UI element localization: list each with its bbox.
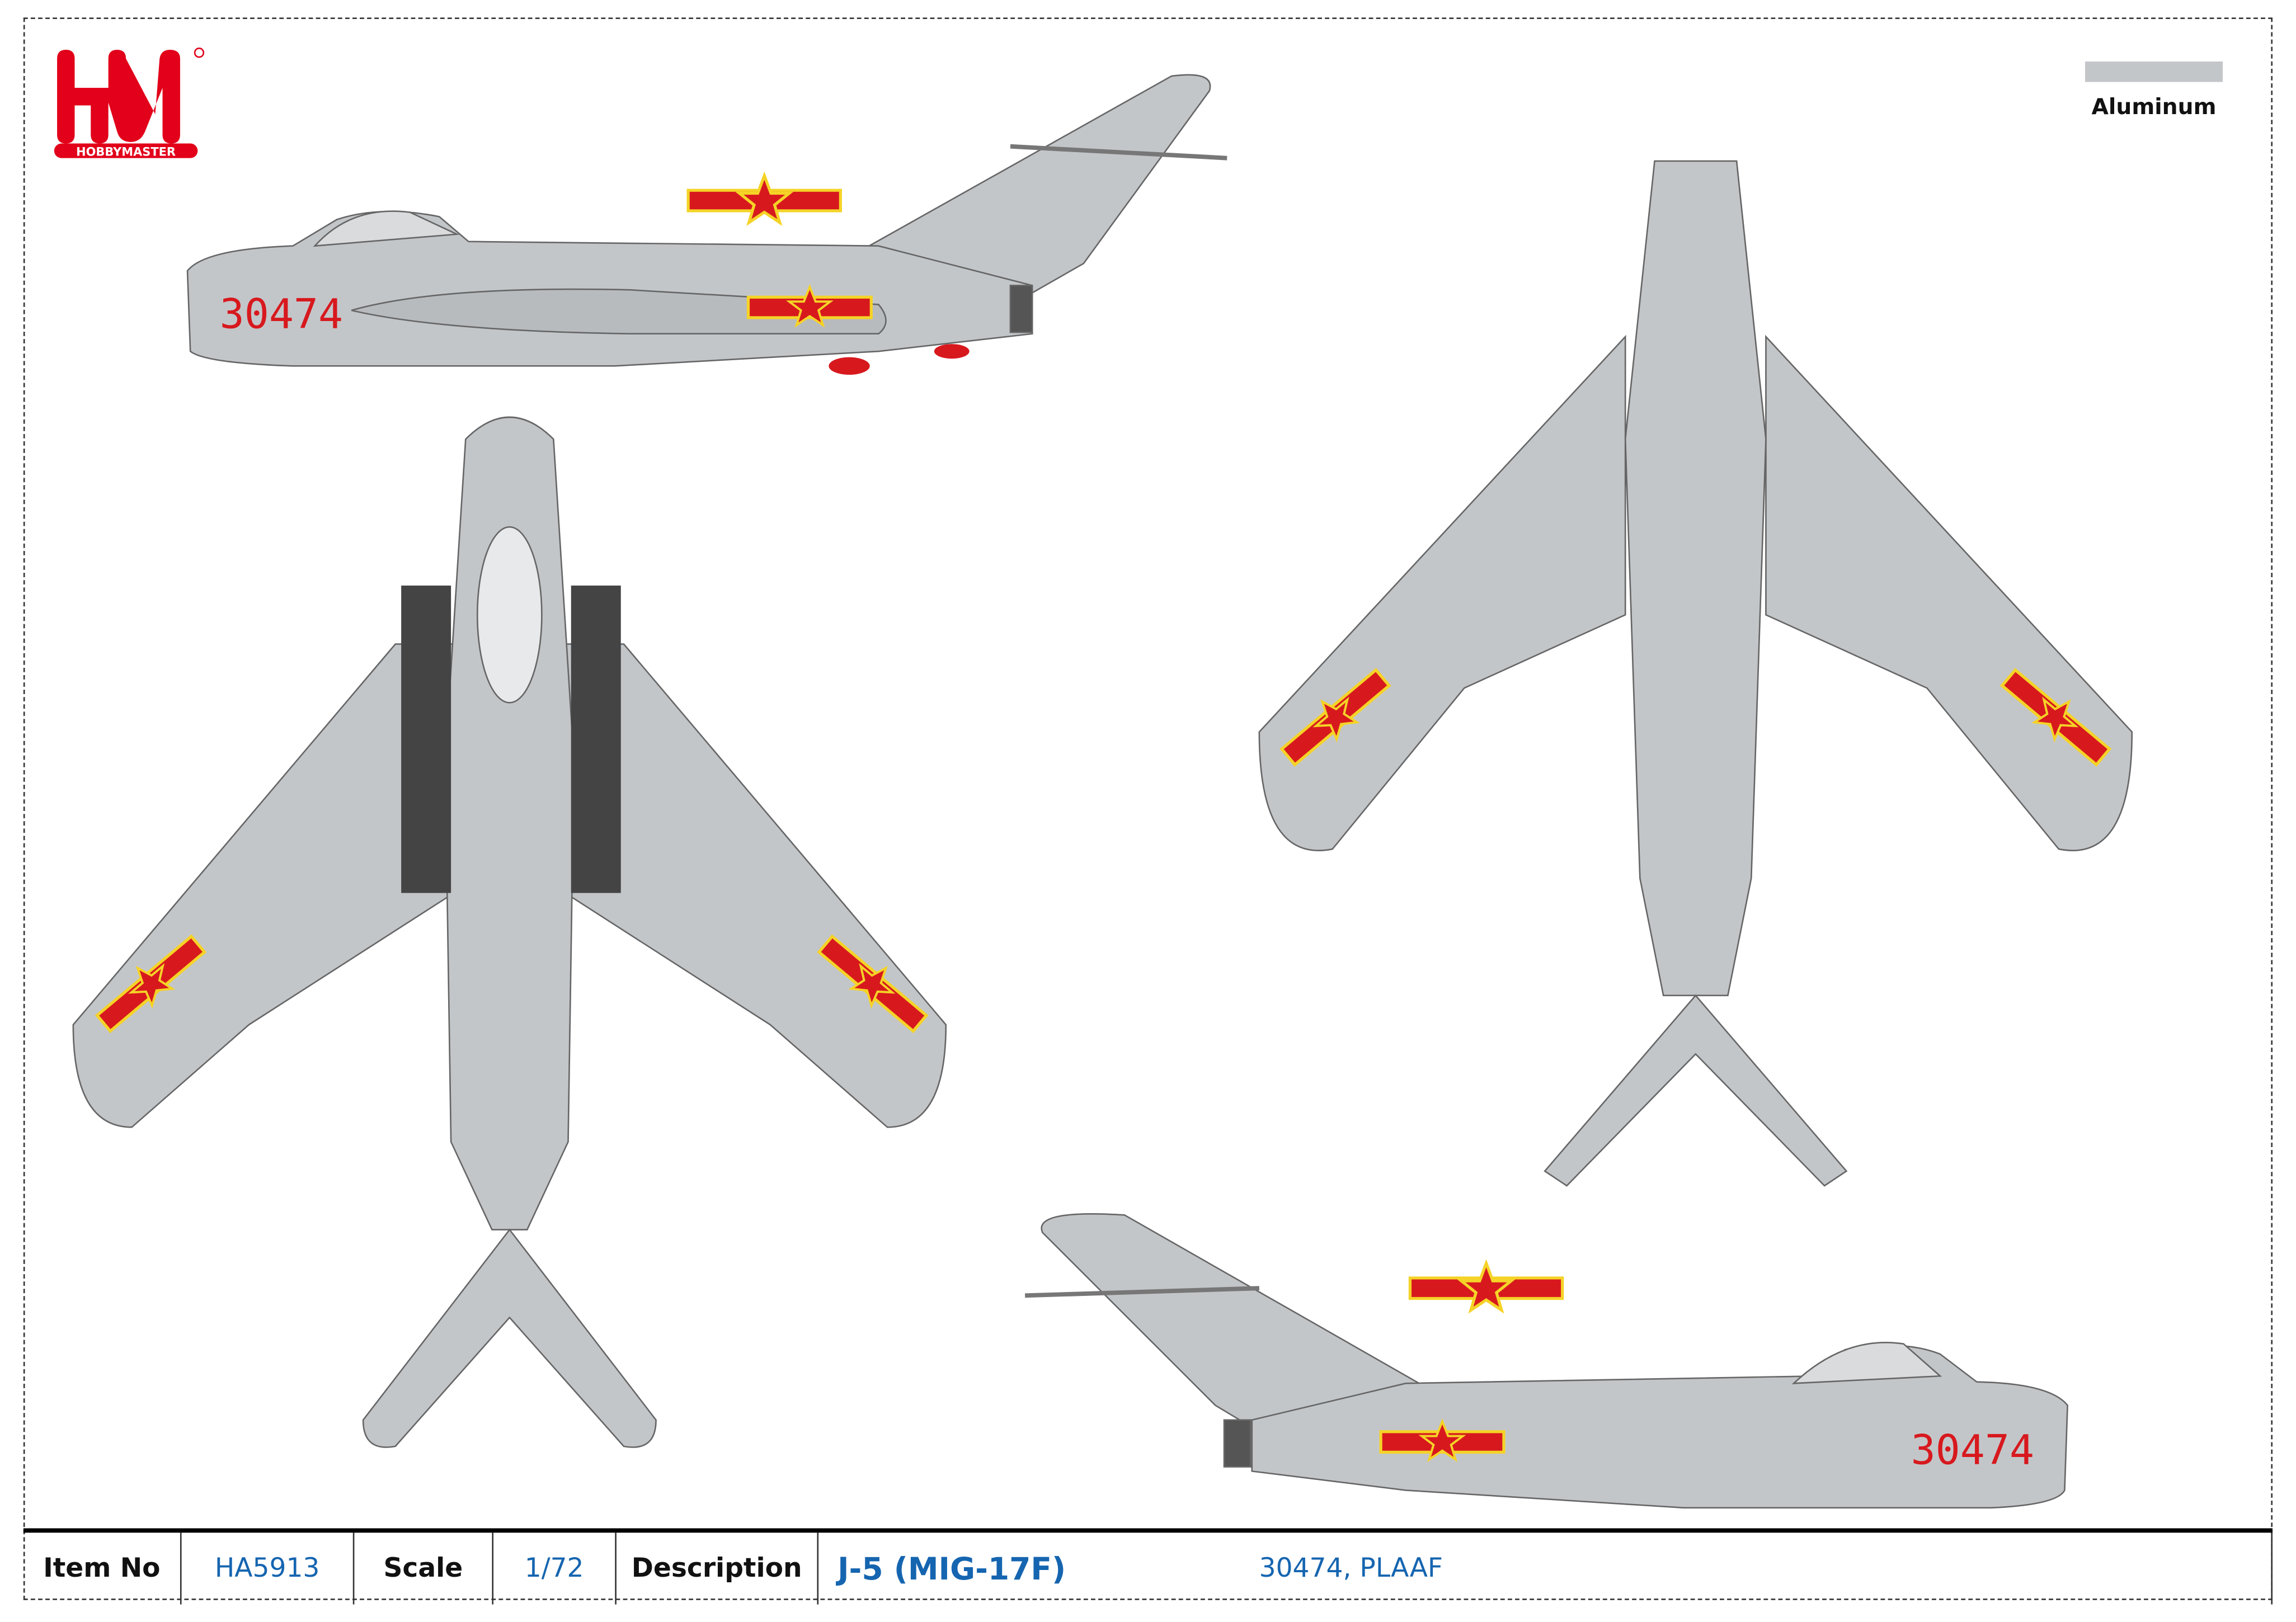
- bottom-view: [1258, 160, 2133, 1187]
- dashed-border: [23, 17, 2273, 1600]
- top-view: [72, 416, 947, 1448]
- scale-value: 1/72: [493, 1533, 617, 1605]
- description-value: J-5 (MIG-17F) 30474, PLAAF: [818, 1533, 2273, 1605]
- aluminum-swatch: [2085, 61, 2223, 82]
- model-name: J-5 (MIG-17F): [838, 1551, 1066, 1586]
- hobbymaster-logo: HOBBYMASTER: [54, 48, 205, 159]
- item-no-value: HA5913: [182, 1533, 355, 1605]
- side-view-right: 30474: [1024, 1213, 2068, 1509]
- legend-label: Aluminum: [2091, 93, 2217, 120]
- description-label: Description: [617, 1533, 819, 1605]
- serial-number-right: 30474: [1911, 1426, 2035, 1474]
- item-no-label: Item No: [23, 1533, 182, 1605]
- serial-number: 30474: [220, 290, 344, 338]
- info-table: Item No HA5913 Scale 1/72 Description J-…: [23, 1528, 2273, 1605]
- model-detail: 30474, PLAAF: [1259, 1553, 1443, 1584]
- scale-label: Scale: [354, 1533, 494, 1605]
- color-legend: Aluminum: [2085, 61, 2223, 120]
- svg-text:HOBBYMASTER: HOBBYMASTER: [76, 145, 176, 159]
- side-view-left: 30474: [186, 74, 1227, 375]
